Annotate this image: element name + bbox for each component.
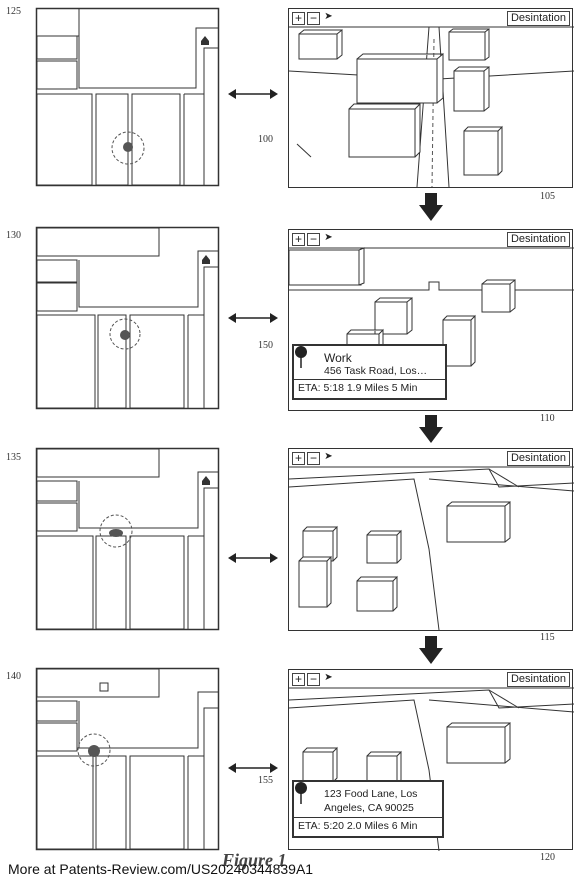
- ref-label: 120: [540, 852, 555, 863]
- source-footer: More at Patents-Review.com/US20240344839…: [8, 861, 314, 877]
- zoom-out-button[interactable]: −: [307, 12, 320, 25]
- floor-plan-drawing: [35, 667, 220, 851]
- ref-label: 155: [258, 775, 273, 786]
- down-arrow-icon: [419, 193, 443, 221]
- locate-icon[interactable]: ➤: [322, 452, 335, 465]
- nav-screen-1: + − ➤ Desintation: [288, 8, 575, 188]
- callout-address-line2: Angeles, CA 90025: [324, 802, 414, 814]
- floor-plan-drawing: [35, 447, 220, 631]
- zoom-in-button[interactable]: +: [292, 452, 305, 465]
- callout-eta: ETA: 5:20 2.0 Miles 6 Min: [294, 817, 442, 836]
- ref-label: 140: [6, 671, 21, 682]
- double-arrow-icon: [228, 553, 278, 563]
- callout-address-line1: 123 Food Lane, Los: [324, 788, 418, 800]
- double-arrow-icon: [228, 763, 278, 773]
- ref-label: 100: [258, 134, 273, 145]
- floor-plan-2: [35, 226, 220, 410]
- ref-label: 150: [258, 340, 273, 351]
- ref-label: 105: [540, 191, 555, 202]
- ref-label: 110: [540, 413, 555, 424]
- map-pin-icon: [295, 782, 307, 804]
- ref-label: 115: [540, 632, 555, 643]
- zoom-out-button[interactable]: −: [307, 673, 320, 686]
- locate-icon[interactable]: ➤: [322, 12, 335, 25]
- map-pin-icon: [295, 346, 307, 368]
- map-3d-drawing: [288, 466, 575, 631]
- double-arrow-icon: [228, 313, 278, 323]
- map-3d-drawing: [288, 26, 575, 188]
- down-arrow-icon: [419, 636, 443, 664]
- zoom-in-button[interactable]: +: [292, 233, 305, 246]
- zoom-in-button[interactable]: +: [292, 673, 305, 686]
- callout-address: 123 Food Lane, Los Angeles, CA 90025: [324, 787, 417, 815]
- callout-eta: ETA: 5:18 1.9 Miles 5 Min: [294, 379, 445, 398]
- locate-icon[interactable]: ➤: [322, 233, 335, 246]
- figure-caption: Figure 1: [222, 850, 287, 870]
- floor-plan-drawing: [35, 226, 220, 410]
- double-arrow-icon: [228, 89, 278, 99]
- locate-icon[interactable]: ➤: [322, 673, 335, 686]
- ref-label: 135: [6, 452, 21, 463]
- destination-button[interactable]: Desintation: [506, 232, 570, 247]
- floor-plan-4: [35, 667, 220, 851]
- zoom-out-button[interactable]: −: [307, 452, 320, 465]
- zoom-out-button[interactable]: −: [307, 233, 320, 246]
- floor-plan-1: [35, 7, 220, 187]
- ref-label: 125: [6, 6, 21, 17]
- floor-plan-drawing: [35, 7, 220, 187]
- callout-address: 456 Task Road, Los…: [324, 365, 428, 377]
- destination-callout[interactable]: 123 Food Lane, Los Angeles, CA 90025 ETA…: [292, 780, 444, 838]
- destination-button[interactable]: Desintation: [506, 451, 570, 466]
- zoom-in-button[interactable]: +: [292, 12, 305, 25]
- ref-label: 130: [6, 230, 21, 241]
- destination-button[interactable]: Desintation: [506, 672, 570, 687]
- nav-screen-4: + − ➤ Desintation 123 Food Lane, Los Ang…: [288, 669, 575, 852]
- destination-button[interactable]: Desintation: [506, 11, 570, 26]
- floor-plan-3: [35, 447, 220, 631]
- callout-title: Work: [324, 351, 352, 365]
- nav-screen-2: + − ➤ Desintation Work 456 Task Road, Lo…: [288, 229, 574, 411]
- nav-screen-3: + − ➤ Desintation: [288, 448, 575, 631]
- down-arrow-icon: [419, 415, 443, 443]
- destination-callout[interactable]: Work 456 Task Road, Los… ETA: 5:18 1.9 M…: [292, 344, 447, 400]
